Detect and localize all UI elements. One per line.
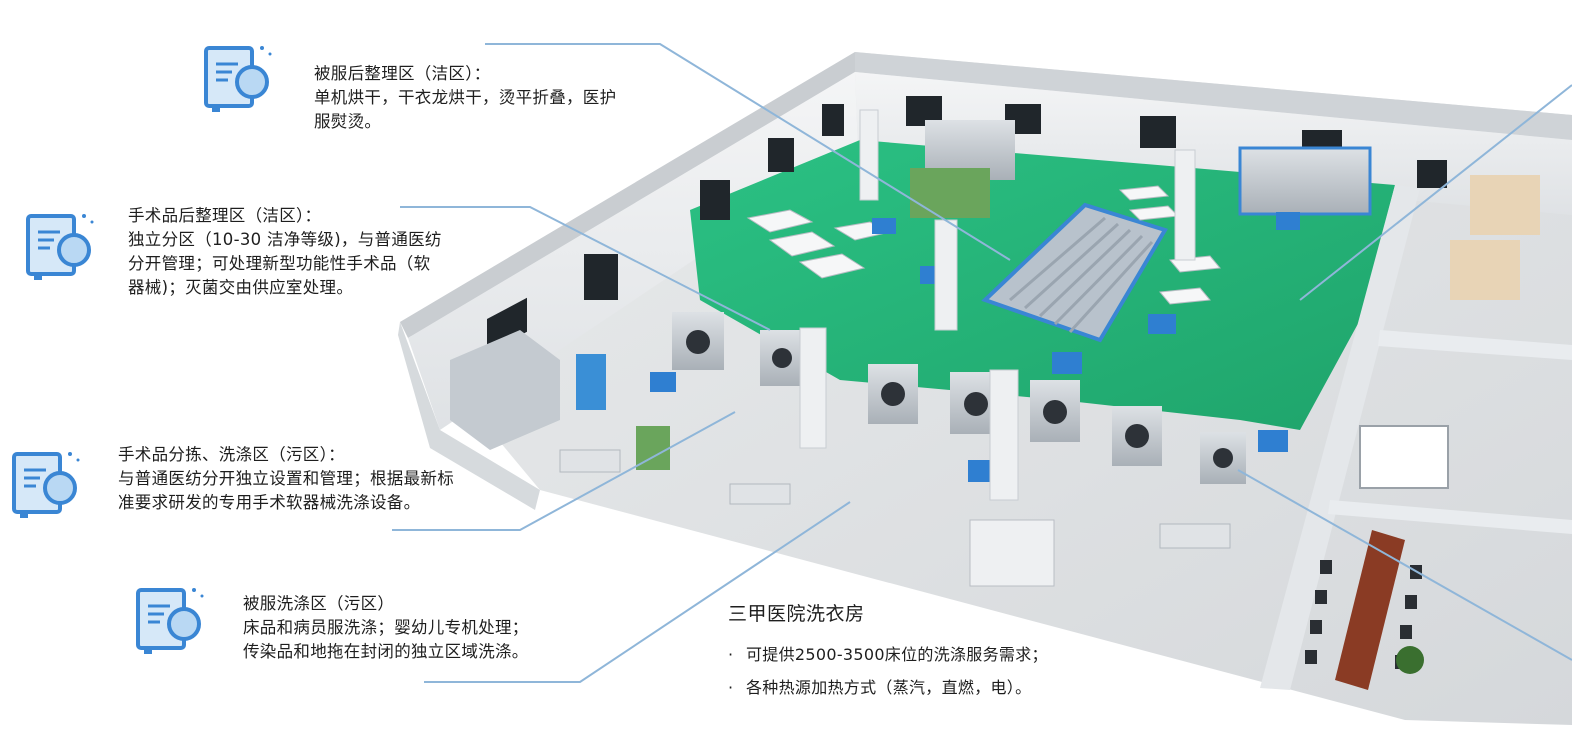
plant — [1396, 646, 1424, 674]
storage-racks — [969, 519, 1055, 587]
ironer-rollers — [1009, 216, 1154, 334]
blue-carts — [650, 212, 1300, 482]
callout-title: 被服后整理区（洁区）： — [314, 64, 491, 83]
tank — [576, 354, 606, 410]
callout-line: 分开管理；可处理新型功能性手术品（软 — [128, 254, 431, 273]
callout-line: 准要求研发的专用手术软器械洗涤设备。 — [118, 493, 421, 512]
whiteboard — [1359, 425, 1449, 489]
washer-doors — [686, 330, 1233, 468]
leader-line-right-bottom — [1237, 469, 1572, 661]
callout-line: 独立分区（10-30 洁净等级)，与普通医纺 — [128, 230, 442, 249]
manual-inspection-icon — [204, 46, 272, 112]
leader-line-right-top — [1299, 84, 1572, 301]
cabinet-1 — [1470, 175, 1540, 235]
windows-left — [487, 104, 844, 354]
callout-surgical-finishing-zone: 手术品后整理区（洁区）： 独立分区（10-30 洁净等级)，与普通医纺 分开管理… — [128, 204, 498, 300]
summary-bullet: · 各种热源加热方式（蒸汽，直燃，电）。 — [728, 671, 1148, 704]
bullet-text: 可提供2500-3500床位的洗涤服务需求； — [746, 645, 1048, 664]
partition-right — [1260, 185, 1420, 690]
summary-title: 三甲医院洗衣房 — [728, 603, 865, 625]
front-left-wall — [398, 322, 540, 510]
callout-line: 传染品和地拖在封闭的独立区域洗涤。 — [243, 642, 529, 661]
summary-bullet: · 可提供2500-3500床位的洗涤服务需求； — [728, 638, 1148, 671]
meeting-table — [1335, 530, 1405, 690]
leader-line-3 — [392, 411, 736, 531]
sinks — [559, 449, 1231, 549]
manual-inspection-icon — [136, 588, 204, 654]
pallet-cart — [910, 168, 990, 218]
callout-surgical-sorting-washing-zone: 手术品分拣、洗涤区（污区）： 与普通医纺分开独立设置和管理；根据最新标 准要求研… — [118, 443, 528, 515]
callout-line: 服熨烫。 — [314, 112, 382, 131]
summary-block: 三甲医院洗衣房 · 可提供2500-3500床位的洗涤服务需求； · 各种热源加热方… — [728, 600, 1148, 704]
partition-office2 — [1328, 500, 1572, 534]
back-left-wall — [400, 52, 855, 338]
work-tables — [746, 185, 1221, 305]
summary-list: · 可提供2500-3500床位的洗涤服务需求； · 各种热源加热方式（蒸汽，直燃，… — [728, 638, 1148, 704]
bullet-dot: · — [728, 645, 734, 664]
leader-line-2 — [400, 206, 771, 331]
bullet-text: 各种热源加热方式（蒸汽，直燃，电）。 — [746, 678, 1032, 697]
callout-title: 手术品后整理区（洁区）： — [128, 206, 322, 225]
leader-lines — [392, 43, 1572, 683]
manual-inspection-icon — [12, 452, 80, 518]
cabinet-2 — [1450, 240, 1520, 300]
callout-title: 被服洗涤区（污区） — [243, 594, 395, 613]
callout-line: 与普通医纺分开独立设置和管理；根据最新标 — [118, 469, 454, 488]
columns — [799, 109, 1196, 501]
callout-title: 手术品分拣、洗涤区（污区）： — [118, 445, 345, 464]
callout-line: 器械)；灭菌交由供应室处理。 — [128, 278, 354, 297]
dryer-bank — [1238, 146, 1372, 216]
bullet-dot: · — [728, 678, 734, 697]
leader-line-1 — [485, 43, 1011, 261]
callout-linen-washing-zone: 被服洗涤区（污区） 床品和病员服洗涤；婴幼儿专机处理； 传染品和地拖在封闭的独立… — [243, 592, 583, 664]
back-wall — [855, 52, 1572, 140]
partition-office — [1378, 330, 1572, 360]
callout-line: 床品和病员服洗涤；婴幼儿专机处理； — [243, 618, 529, 637]
callout-linen-finishing-zone: 被服后整理区（洁区）： 单机烘干，干衣龙烘干，烫平折叠，医护 服熨烫。 — [314, 62, 674, 134]
callout-line: 单机烘干，干衣龙烘干，烫平折叠，医护 — [314, 88, 617, 107]
manual-inspection-icon — [26, 214, 94, 280]
leader-line-4 — [424, 501, 851, 683]
tunnel-washer — [450, 330, 560, 450]
